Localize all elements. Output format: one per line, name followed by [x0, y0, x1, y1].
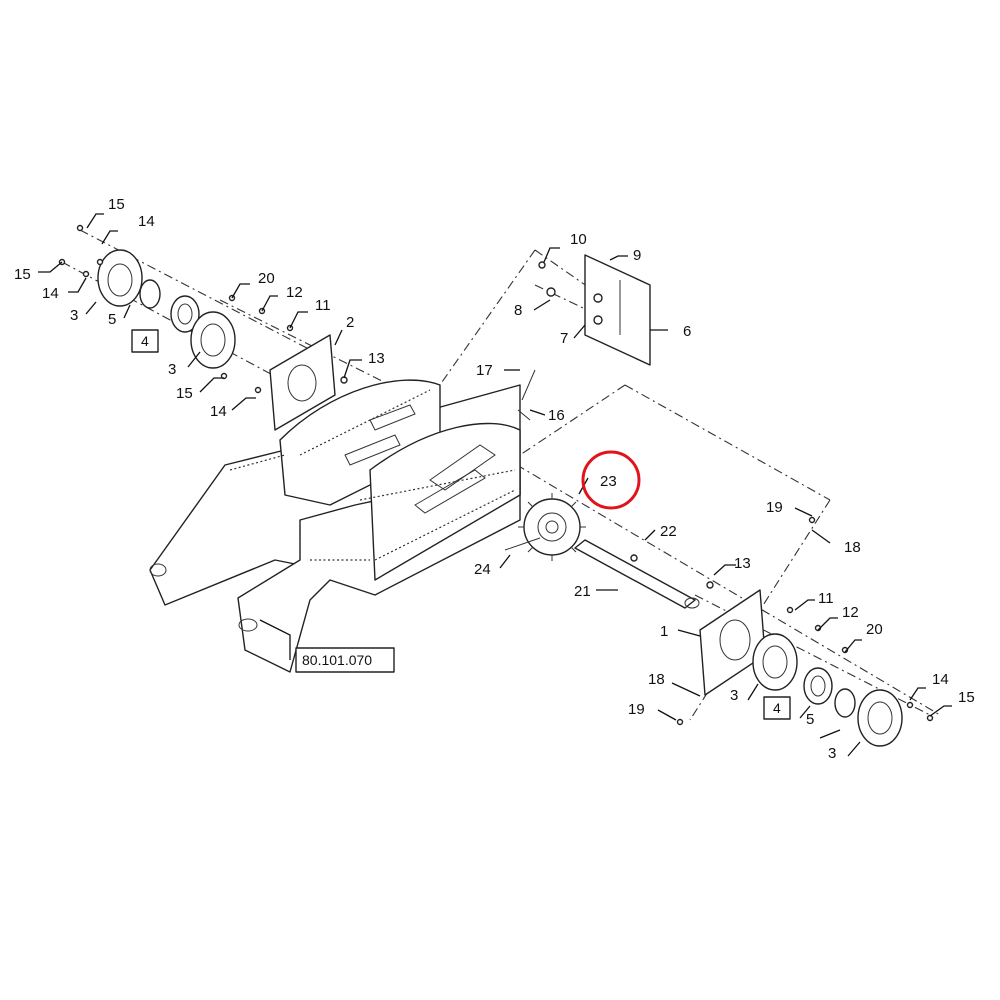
callout-10[interactable]: 10 — [570, 231, 587, 248]
callout-18[interactable]: 18 — [648, 671, 665, 688]
callout-14[interactable]: 14 — [138, 213, 155, 230]
callout-6[interactable]: 6 — [683, 323, 691, 340]
main-frame — [149, 379, 521, 673]
reference-callout: 80.101.070 — [295, 647, 395, 673]
left-bearing-stack — [58, 224, 348, 431]
right-bearing-stack — [676, 516, 934, 747]
callout-2[interactable]: 2 — [346, 314, 354, 331]
callout-13[interactable]: 13 — [734, 555, 751, 572]
boxed-callout-frame — [131, 329, 159, 353]
boxed-callout-4[interactable]: 4 — [141, 333, 149, 349]
callout-5[interactable]: 5 — [108, 311, 116, 328]
callout-21[interactable]: 21 — [574, 583, 591, 600]
leader-lines — [38, 213, 952, 757]
callout-8[interactable]: 8 — [514, 302, 522, 319]
callout-16[interactable]: 16 — [548, 407, 565, 424]
callout-15[interactable]: 15 — [14, 266, 31, 283]
callout-11[interactable]: 11 — [818, 590, 834, 607]
boxed-callout-4[interactable]: 4 — [773, 700, 781, 716]
callout-7[interactable]: 7 — [560, 330, 568, 347]
callout-15[interactable]: 15 — [108, 196, 125, 213]
callout-19[interactable]: 19 — [628, 701, 645, 718]
highlighted-callout: 23 — [581, 450, 641, 510]
callout-23[interactable]: 23 — [600, 473, 617, 490]
callout-14[interactable]: 14 — [932, 671, 949, 688]
callout-20[interactable]: 20 — [866, 621, 883, 638]
callout-14[interactable]: 14 — [210, 403, 227, 420]
callout-14[interactable]: 14 — [42, 285, 59, 302]
callout-22[interactable]: 22 — [660, 523, 677, 540]
callout-17[interactable]: 17 — [476, 362, 493, 379]
callout-11[interactable]: 11 — [315, 297, 331, 314]
callout-15[interactable]: 15 — [176, 385, 193, 402]
callout-12[interactable]: 12 — [286, 284, 303, 301]
callout-3[interactable]: 3 — [70, 307, 78, 324]
callout-20[interactable]: 20 — [258, 270, 275, 287]
shaft — [574, 539, 700, 609]
reference-label[interactable]: 80.101.070 — [302, 652, 372, 668]
callout-3[interactable]: 3 — [168, 361, 176, 378]
tensioner-plate — [538, 254, 651, 366]
callouts: 15 14 15 14 3 5 20 12 11 2 13 3 15 14 10… — [14, 196, 975, 762]
callout-1[interactable]: 1 — [660, 623, 668, 640]
boxed-callouts: 4 4 — [131, 329, 791, 720]
callout-18[interactable]: 18 — [844, 539, 861, 556]
callout-24[interactable]: 24 — [474, 561, 491, 578]
sprocket-assembly — [504, 369, 586, 561]
callout-5[interactable]: 5 — [806, 711, 814, 728]
callout-9[interactable]: 9 — [633, 247, 641, 264]
callout-3[interactable]: 3 — [730, 687, 738, 704]
highlight-ring — [581, 450, 641, 510]
boxed-callout-frame — [763, 696, 791, 720]
callout-15[interactable]: 15 — [958, 689, 975, 706]
callout-19[interactable]: 19 — [766, 499, 783, 516]
callout-13[interactable]: 13 — [368, 350, 385, 367]
callout-12[interactable]: 12 — [842, 604, 859, 621]
callout-3[interactable]: 3 — [828, 745, 836, 762]
reference-box — [295, 647, 395, 673]
